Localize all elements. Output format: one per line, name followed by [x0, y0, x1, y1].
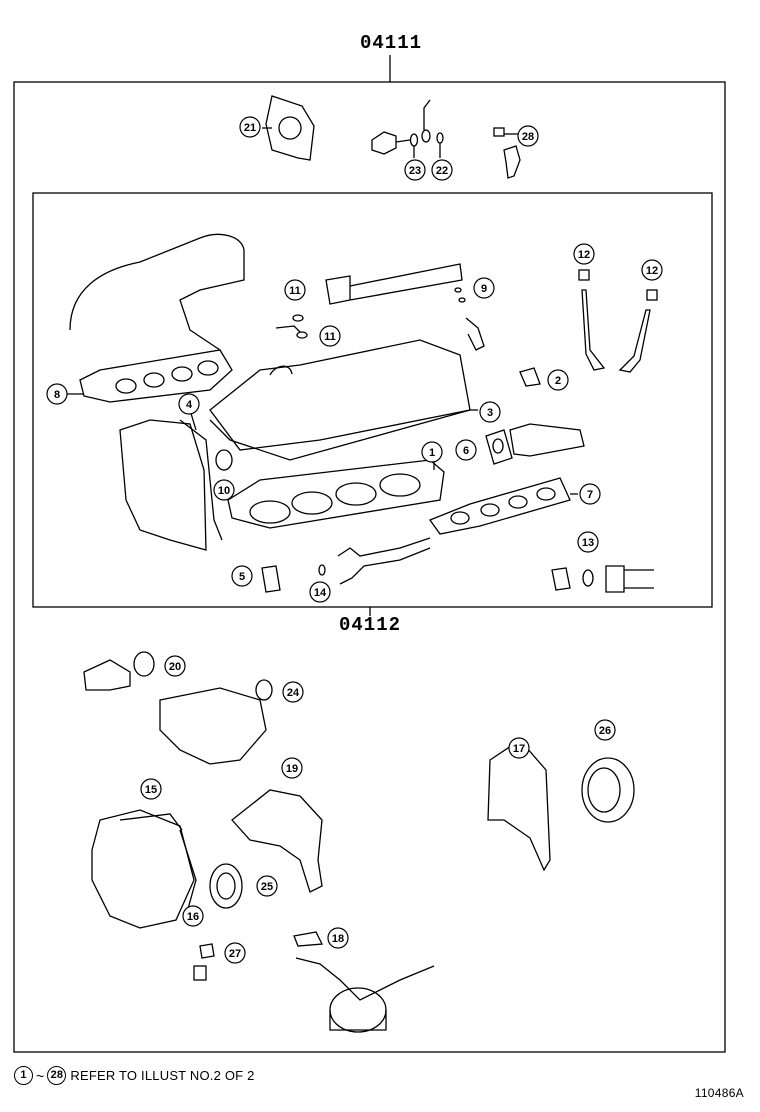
part-28-sensor — [493, 127, 521, 179]
callout-20: 20 — [169, 661, 181, 673]
part-20-water-inlet — [83, 651, 155, 691]
part-16-timing-cover — [91, 809, 197, 929]
callout-19: 19 — [286, 763, 298, 775]
part-13-plugs — [551, 565, 654, 593]
callout-1: 1 — [429, 447, 435, 459]
callout-9: 9 — [481, 283, 487, 295]
part-7-exhaust-manifold-gasket — [428, 477, 578, 535]
part-9-rail — [325, 263, 485, 351]
inner-kit-label: 04112 — [339, 614, 402, 636]
part-11-fitting — [275, 314, 308, 339]
part-17-plate — [487, 739, 551, 872]
callout-11b: 11 — [324, 331, 336, 343]
callout-17: 17 — [513, 743, 525, 755]
callout-26: 26 — [599, 725, 611, 737]
callout-15: 15 — [145, 784, 157, 796]
callout-3: 3 — [487, 407, 493, 419]
outer-kit-frame — [13, 81, 726, 1053]
part-27-plug — [193, 943, 215, 981]
part-4-cover — [119, 409, 223, 551]
part-18-oil-strainer — [293, 931, 435, 1033]
part-21-gasket — [262, 95, 315, 161]
callout-6: 6 — [463, 445, 469, 457]
callout-8: 8 — [54, 389, 60, 401]
callout-28: 28 — [522, 131, 534, 143]
part-1-head-gasket — [227, 459, 445, 529]
water-pump — [159, 687, 267, 765]
callout-10: 10 — [218, 485, 230, 497]
callout-2: 2 — [555, 375, 561, 387]
callout-12a: 12 — [578, 249, 590, 261]
part-23-sensor — [371, 99, 444, 158]
callout-24: 24 — [287, 687, 300, 699]
callout-4: 4 — [186, 399, 193, 411]
callout-25: 25 — [261, 881, 273, 893]
callout-12b: 12 — [646, 265, 658, 277]
callout-7: 7 — [587, 489, 593, 501]
part-12-valves — [578, 269, 658, 373]
part-2-bracket — [519, 367, 541, 387]
footnote-tilde: ~ — [36, 1067, 45, 1084]
callout-13: 13 — [582, 537, 594, 549]
callout-5: 5 — [239, 571, 245, 583]
callout-21: 21 — [244, 122, 256, 134]
footnote-start-number: 1 — [14, 1066, 33, 1085]
part-8-manifold — [66, 233, 245, 403]
part-25-seal — [209, 863, 243, 909]
callout-14: 14 — [314, 587, 327, 599]
part-26-rear-seal — [581, 757, 635, 823]
drawing-id: 110486A — [694, 1086, 744, 1100]
callout-27: 27 — [229, 948, 241, 960]
footnote-text: REFER TO ILLUST NO.2 OF 2 — [70, 1068, 255, 1083]
callout-16: 16 — [187, 911, 199, 923]
part-24-o-ring — [255, 679, 273, 701]
part-5-gasket — [261, 565, 281, 593]
callout-22: 22 — [436, 165, 448, 177]
callout-18: 18 — [332, 933, 344, 945]
part-10-seal — [215, 449, 233, 471]
callout-23: 23 — [409, 165, 421, 177]
footnote-end-number: 28 — [47, 1066, 67, 1085]
outer-kit-label: 04111 — [360, 32, 423, 54]
inner-kit-frame — [32, 192, 713, 608]
part-3-valve-cover — [209, 339, 478, 461]
callout-11a: 11 — [289, 285, 301, 297]
part-6-exhaust-gasket — [485, 423, 585, 465]
part-19-gasket — [231, 789, 323, 893]
part-14-water-pipe — [318, 537, 431, 585]
